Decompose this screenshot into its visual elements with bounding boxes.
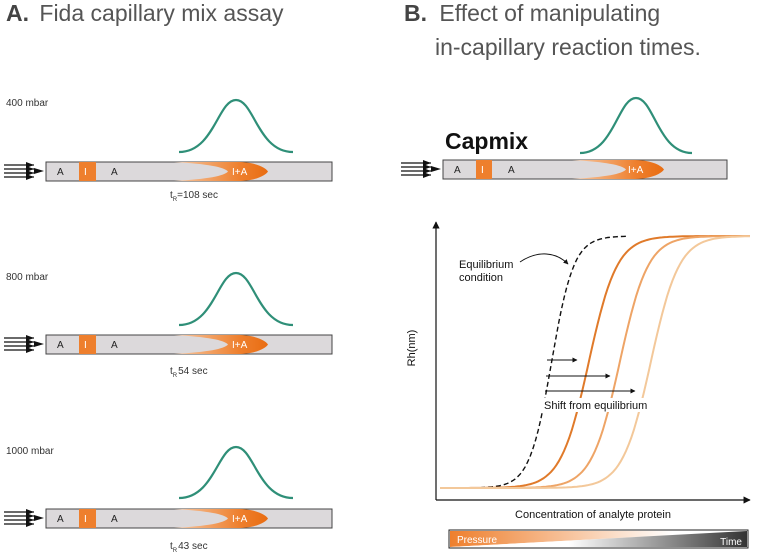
segment-analyte: A — [454, 165, 461, 176]
indicator-plug — [79, 335, 96, 354]
inlet-arrows-icon — [400, 159, 442, 179]
capillary-row-800: 800 mbar A I A I+A tR54 sec — [3, 271, 333, 379]
shift-label: Shift from equilibrium — [544, 400, 647, 412]
equilibrium-label-1: Equilibrium — [459, 259, 513, 271]
segment-indicator: I — [481, 165, 484, 176]
pressure-label: 400 mbar — [6, 98, 49, 109]
elution-peak — [579, 96, 693, 155]
segment-indicator: I — [84, 167, 87, 178]
segment-analyte: A — [57, 167, 64, 178]
segment-indicator: I — [84, 340, 87, 351]
panel-b: B. Effect of manipulating in-capillary r… — [400, 0, 751, 549]
panel-a-title: Fida capillary mix assay — [39, 0, 284, 26]
mixing-zone — [174, 509, 268, 528]
mixing-zone — [572, 160, 664, 179]
binding-chart: Rh(nm) Concentration of analyte protein … — [406, 221, 751, 521]
x-axis-label: Concentration of analyte protein — [515, 509, 671, 521]
equilibrium-pointer — [519, 253, 569, 265]
inlet-arrows-icon — [3, 161, 45, 181]
segment-complex: I+A — [628, 165, 644, 176]
capillary-row-1000: 1000 mbar A I A I+A tR43 sec — [3, 445, 333, 554]
segment-complex: I+A — [232, 340, 248, 351]
indicator-plug — [476, 160, 492, 179]
panel-b-title-2: in-capillary reaction times. — [435, 34, 701, 60]
time-wedge — [450, 531, 747, 547]
panel-b-letter: B. — [404, 0, 427, 26]
segment-complex: I+A — [232, 167, 248, 178]
pressure-time-bar: Pressure Time — [448, 529, 749, 549]
elution-peak — [178, 445, 294, 500]
capmix-title: Capmix — [445, 128, 528, 154]
y-axis-label: Rh(nm) — [406, 330, 418, 367]
segment-analyte: A — [111, 340, 118, 351]
panel-a-heading: A. Fida capillary mix assay — [6, 0, 284, 26]
panel-b-title-1: Effect of manipulating — [439, 0, 660, 26]
elution-peak — [178, 271, 294, 327]
panel-a-letter: A. — [6, 0, 29, 26]
pressure-label: 1000 mbar — [6, 446, 54, 457]
curves — [440, 235, 751, 489]
segment-analyte: A — [111, 167, 118, 178]
segment-analyte: A — [508, 165, 515, 176]
segment-complex: I+A — [232, 514, 248, 525]
segment-analyte: A — [111, 514, 118, 525]
inlet-arrows-icon — [3, 508, 45, 528]
elution-peak — [178, 98, 294, 154]
panel-b-heading-line1: B. Effect of manipulating — [404, 0, 660, 26]
capmix-curve-3 — [440, 235, 751, 489]
segment-analyte: A — [57, 514, 64, 525]
mixing-zone — [174, 335, 268, 354]
segment-indicator: I — [84, 514, 87, 525]
panel-a: A. Fida capillary mix assay 400 mbar A I… — [3, 0, 333, 554]
retention-time: tR54 sec — [170, 366, 208, 379]
retention-time: tR=108 sec — [170, 190, 218, 203]
pressure-label: 800 mbar — [6, 272, 49, 283]
pressure-label: Pressure — [457, 535, 497, 546]
indicator-plug — [79, 509, 96, 528]
inlet-arrows-icon — [3, 334, 45, 354]
retention-time: tR43 sec — [170, 541, 208, 554]
indicator-plug — [79, 162, 96, 181]
segment-analyte: A — [57, 340, 64, 351]
equilibrium-label-2: condition — [459, 272, 503, 284]
time-label: Time — [720, 537, 742, 548]
shift-label-bg — [542, 398, 654, 412]
mixing-zone — [174, 162, 268, 181]
capillary-row-400: 400 mbar A I A I+A tR=108 sec — [3, 98, 333, 203]
